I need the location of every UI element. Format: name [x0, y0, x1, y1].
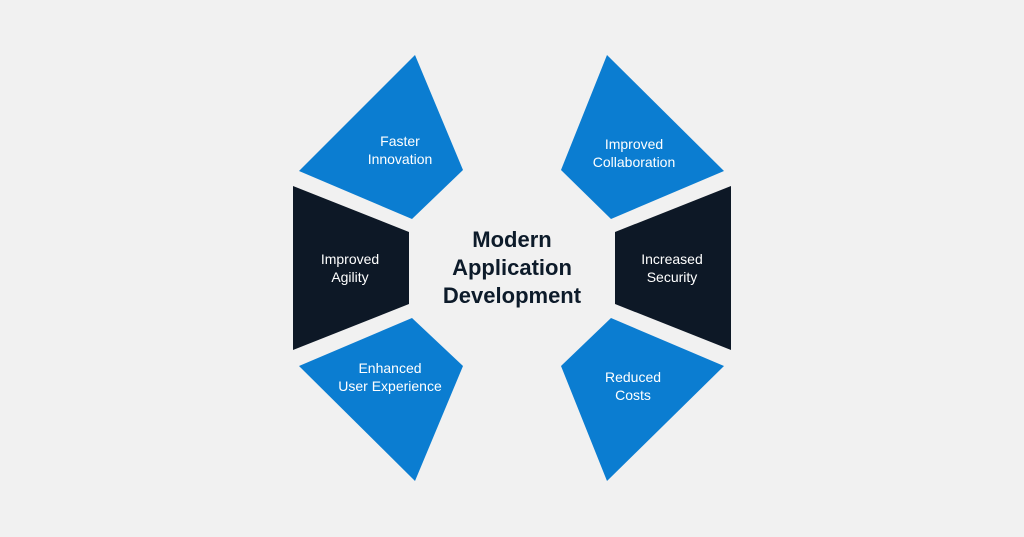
title-line: Application: [452, 255, 572, 280]
segment-improved-collaboration-label: Improved Collaboration: [554, 135, 714, 171]
label-line: Faster: [380, 133, 420, 149]
label-line: Costs: [615, 387, 651, 403]
label-line: Innovation: [367, 151, 433, 167]
segment-faster-innovation-shape: [299, 55, 463, 219]
label-line: Improved: [604, 136, 664, 152]
segment-improved-collaboration-shape: [561, 55, 724, 219]
label-line: Collaboration: [592, 154, 676, 170]
segment-faster-innovation-label: Faster Innovation: [320, 132, 480, 168]
segment-reduced-costs-label: Reduced Costs: [553, 368, 713, 404]
segment-improved-agility-shape: [293, 186, 409, 350]
label-line: Improved: [320, 251, 380, 267]
segment-increased-security-label: Increased Security: [592, 250, 752, 286]
label-line: Increased: [641, 251, 703, 267]
label-line: Reduced: [604, 369, 662, 385]
label-line: Agility: [331, 269, 369, 285]
label-line: Enhanced: [358, 360, 422, 376]
segment-increased-security-shape: [615, 186, 731, 350]
segment-enhanced-user-experience-label: Enhanced User Experience: [310, 359, 470, 395]
segment-enhanced-user-experience-shape: [299, 318, 463, 481]
segment-improved-agility-label: Improved Agility: [270, 250, 430, 286]
segment-reduced-costs-shape: [561, 318, 724, 481]
diagram-title: Modern Application Development: [392, 226, 632, 310]
label-line: Security: [646, 269, 698, 285]
label-line: User Experience: [338, 378, 442, 394]
title-line: Modern: [472, 227, 552, 252]
title-line: Development: [442, 283, 582, 308]
